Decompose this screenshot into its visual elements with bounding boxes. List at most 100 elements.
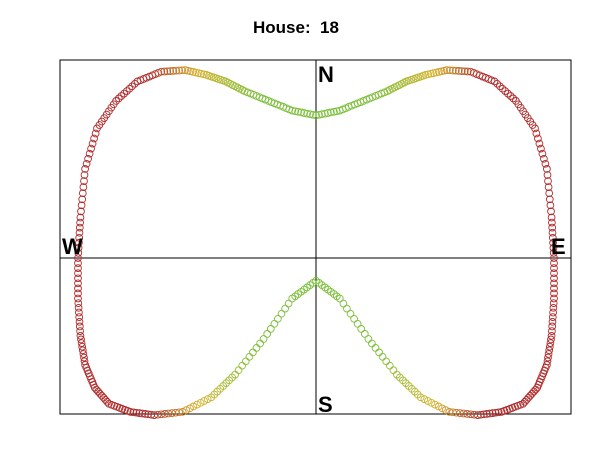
- data-point: [437, 67, 446, 76]
- data-point: [509, 94, 518, 103]
- data-point: [544, 353, 552, 362]
- data-point: [545, 195, 554, 204]
- data-point: [548, 223, 557, 232]
- data-point: [545, 189, 554, 198]
- data-point: [546, 339, 555, 347]
- north-label: N: [318, 62, 334, 87]
- data-point: [545, 342, 554, 351]
- data-point: [550, 294, 558, 303]
- data-point: [488, 409, 497, 417]
- data-point: [114, 94, 123, 103]
- data-point: [544, 177, 552, 185]
- data-point: [528, 389, 536, 398]
- data-point: [182, 406, 191, 414]
- data-point: [135, 409, 144, 417]
- data-point: [74, 274, 82, 283]
- data-point: [343, 304, 351, 313]
- data-point: [490, 77, 499, 86]
- data-point: [241, 357, 250, 366]
- data-point: [303, 109, 311, 118]
- data-point: [132, 408, 141, 417]
- data-point: [117, 92, 126, 100]
- data-point: [429, 69, 438, 77]
- data-point: [288, 106, 297, 115]
- data-point: [327, 108, 335, 117]
- data-point: [74, 269, 82, 278]
- data-point: [75, 317, 84, 326]
- data-point: [550, 259, 558, 267]
- data-point: [252, 344, 261, 352]
- data-point: [451, 66, 460, 75]
- data-point: [548, 233, 557, 242]
- data-point: [129, 408, 138, 417]
- data-point: [75, 308, 83, 317]
- data-point: [446, 66, 454, 75]
- data-point: [166, 67, 175, 75]
- data-point: [284, 299, 293, 308]
- data-point: [547, 335, 555, 344]
- data-point: [88, 139, 97, 148]
- data-point: [80, 353, 88, 362]
- east-label: E: [551, 234, 566, 259]
- data-point: [534, 134, 542, 143]
- data-point: [75, 233, 84, 242]
- data-point: [157, 67, 166, 76]
- data-point: [194, 69, 203, 77]
- data-point: [432, 68, 441, 77]
- data-point: [81, 361, 89, 369]
- south-label: S: [318, 392, 333, 417]
- data-point: [538, 149, 547, 158]
- data-point: [401, 379, 410, 387]
- data-point: [79, 350, 88, 358]
- data-point: [77, 339, 86, 347]
- data-point: [225, 376, 233, 385]
- data-point: [193, 400, 201, 409]
- data-point: [163, 67, 172, 76]
- data-point: [74, 279, 82, 288]
- data-point: [491, 408, 500, 417]
- data-point: [543, 171, 552, 179]
- data-points: [74, 66, 558, 419]
- data-point: [541, 159, 550, 168]
- data-point: [74, 244, 83, 252]
- data-point: [91, 129, 100, 138]
- data-point: [74, 303, 83, 312]
- data-point: [413, 390, 422, 399]
- data-point: [74, 289, 82, 298]
- data-point: [549, 249, 558, 257]
- data-point: [77, 201, 86, 210]
- data-point: [76, 213, 85, 222]
- data-point: [353, 319, 362, 328]
- data-point: [421, 71, 430, 79]
- data-point: [315, 110, 323, 119]
- data-point: [74, 284, 82, 293]
- data-point: [431, 400, 439, 409]
- data-point: [454, 67, 463, 75]
- data-point: [80, 177, 88, 185]
- data-point: [256, 339, 264, 348]
- data-point: [76, 331, 85, 340]
- data-point: [291, 107, 300, 116]
- data-point: [75, 322, 84, 331]
- data-point: [548, 218, 556, 227]
- data-point: [150, 411, 159, 419]
- data-point: [368, 339, 376, 348]
- data-point: [128, 82, 136, 91]
- data-point: [485, 409, 494, 418]
- data-point: [80, 357, 89, 366]
- data-point: [138, 409, 147, 418]
- data-point: [199, 70, 208, 79]
- data-point: [181, 66, 189, 74]
- data-point: [526, 391, 535, 400]
- data-point: [178, 66, 186, 75]
- data-point: [371, 344, 380, 352]
- data-point: [549, 308, 557, 317]
- data-point: [74, 294, 82, 303]
- data-point: [548, 322, 557, 331]
- data-point: [389, 366, 398, 375]
- data-point: [77, 335, 85, 344]
- data-point: [101, 395, 110, 404]
- data-point: [249, 348, 257, 357]
- data-point: [549, 303, 558, 312]
- data-point: [78, 195, 87, 204]
